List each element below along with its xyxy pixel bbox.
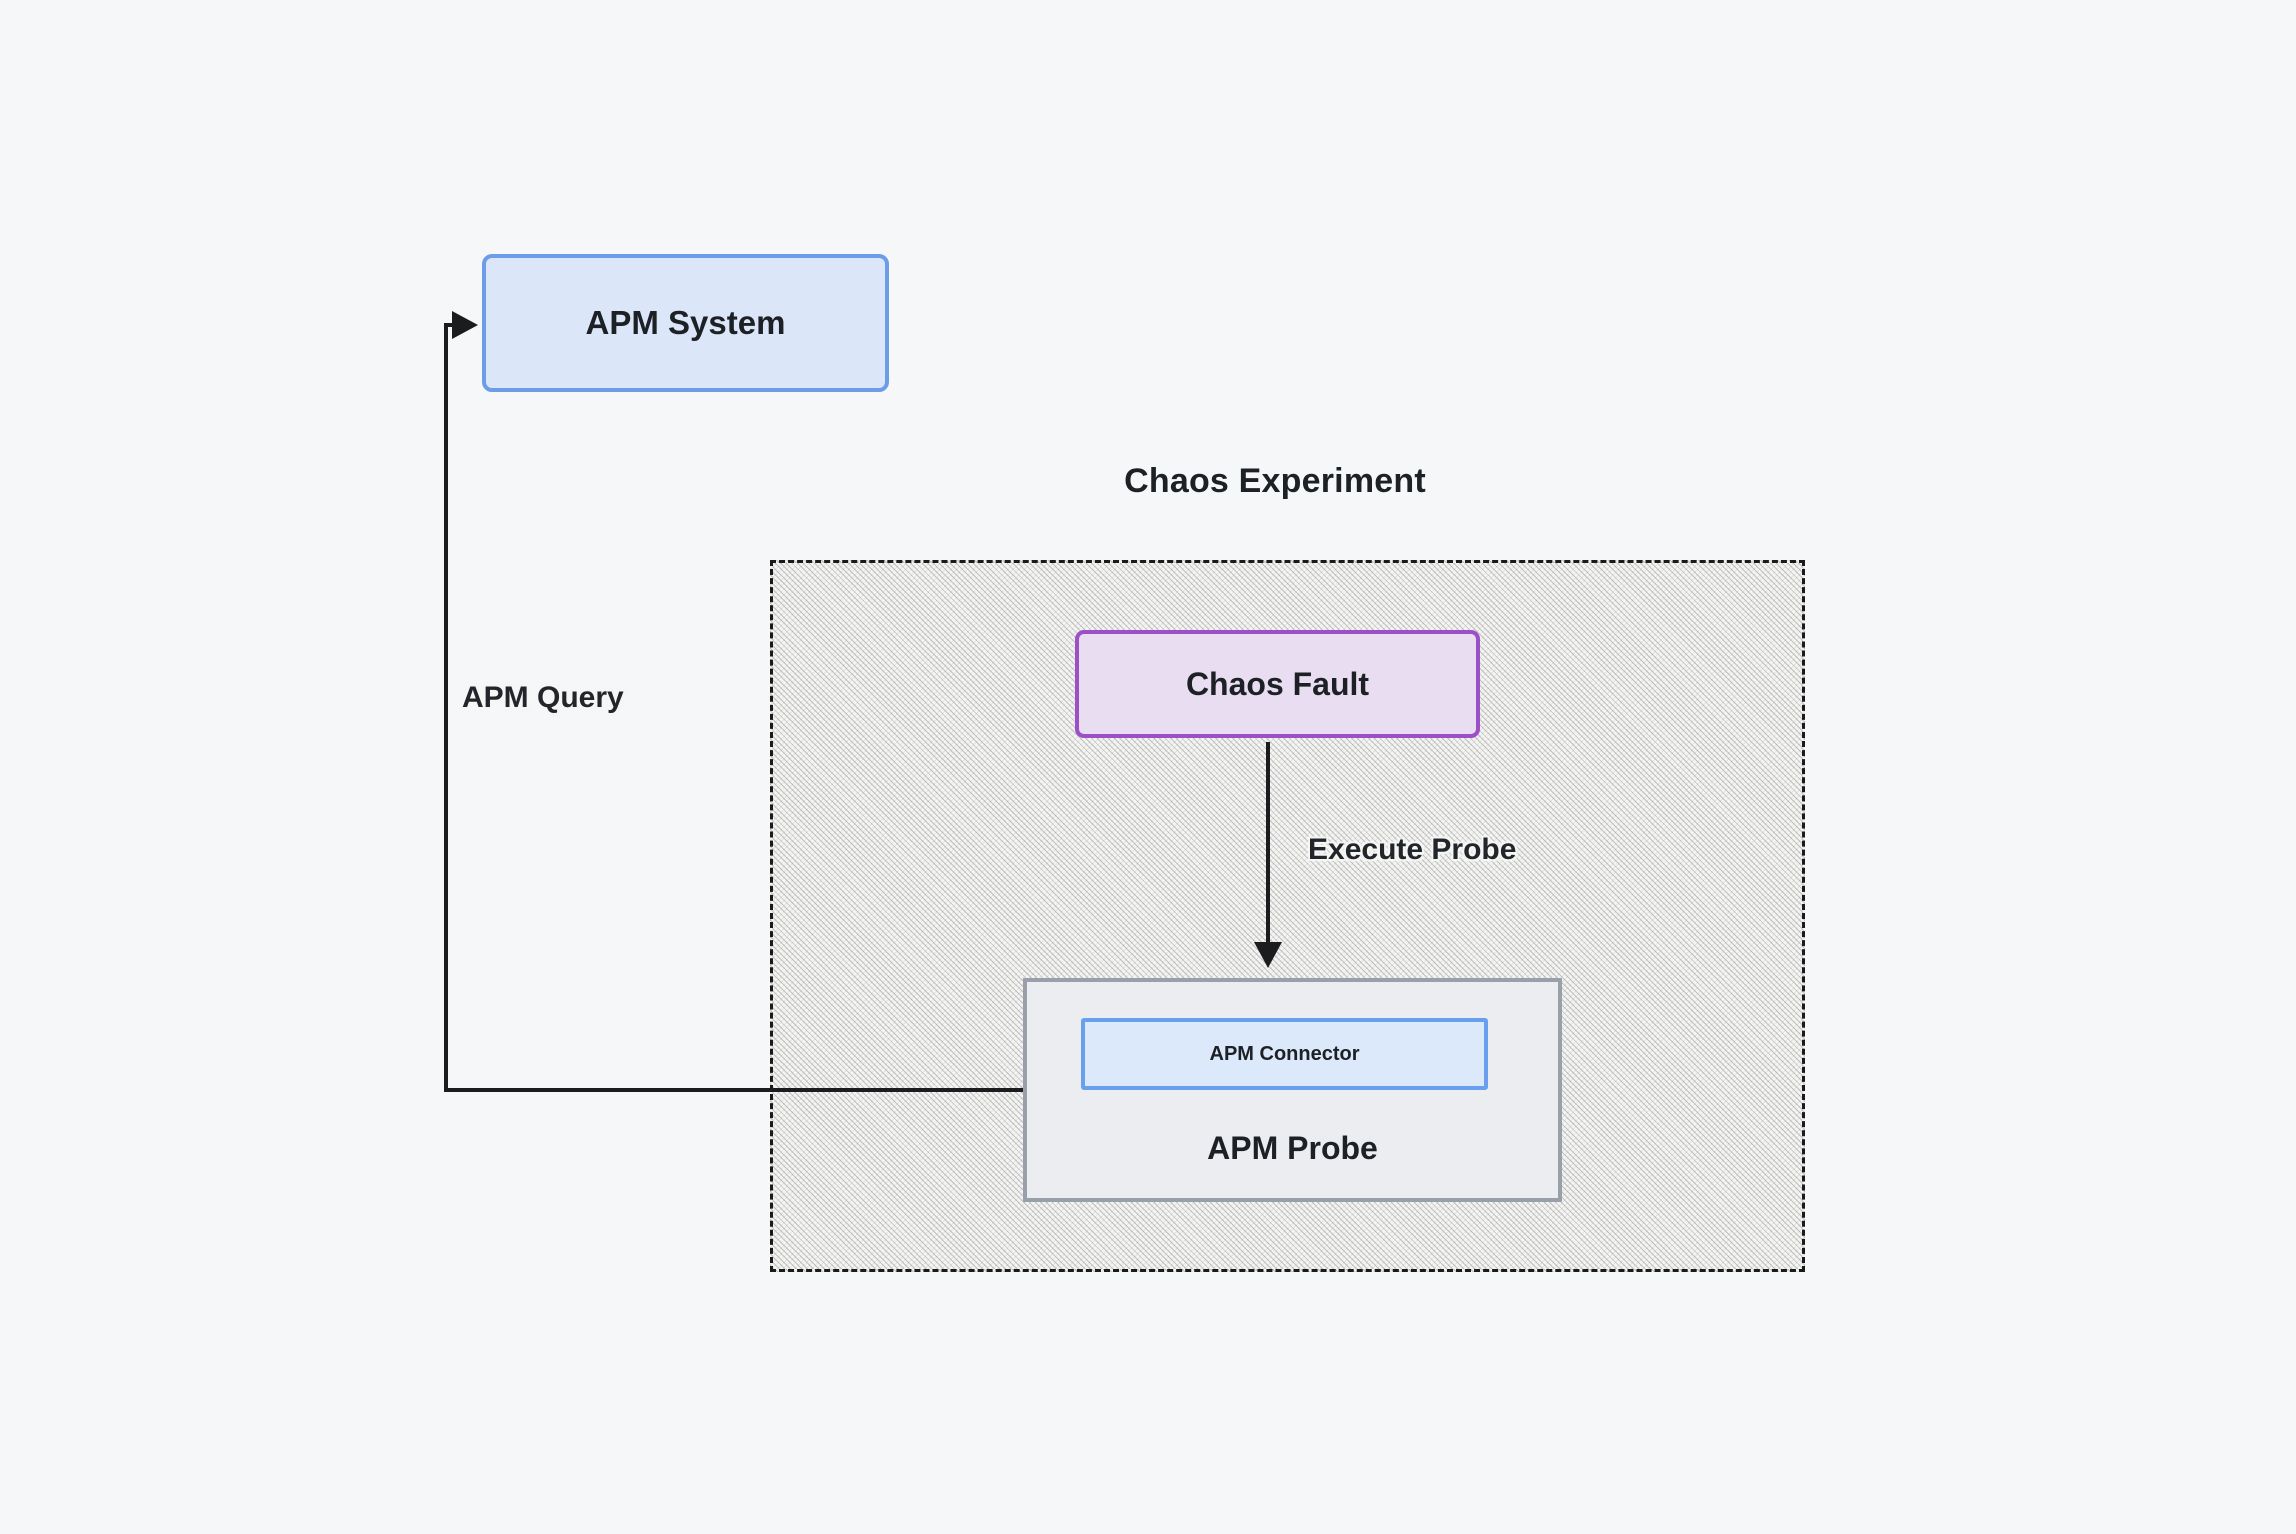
node-apm-probe [1023, 978, 1562, 1202]
node-apm-connector: APM Connector [1081, 1018, 1488, 1090]
node-apm-system: APM System [482, 254, 889, 392]
arrowhead-right-icon [452, 311, 478, 339]
node-apm-probe-label: APM Probe [1207, 1130, 1378, 1166]
cluster-title: Chaos Experiment [1124, 462, 1426, 500]
node-apm-system-label: APM System [585, 304, 786, 341]
edge-label-apm-query: APM Query [462, 681, 624, 714]
node-chaos-fault-label: Chaos Fault [1185, 665, 1370, 702]
node-apm-connector-label: APM Connector [1209, 1042, 1360, 1065]
edge-label-execute-probe: Execute Probe [1308, 833, 1517, 866]
node-chaos-fault: Chaos Fault [1075, 630, 1480, 738]
